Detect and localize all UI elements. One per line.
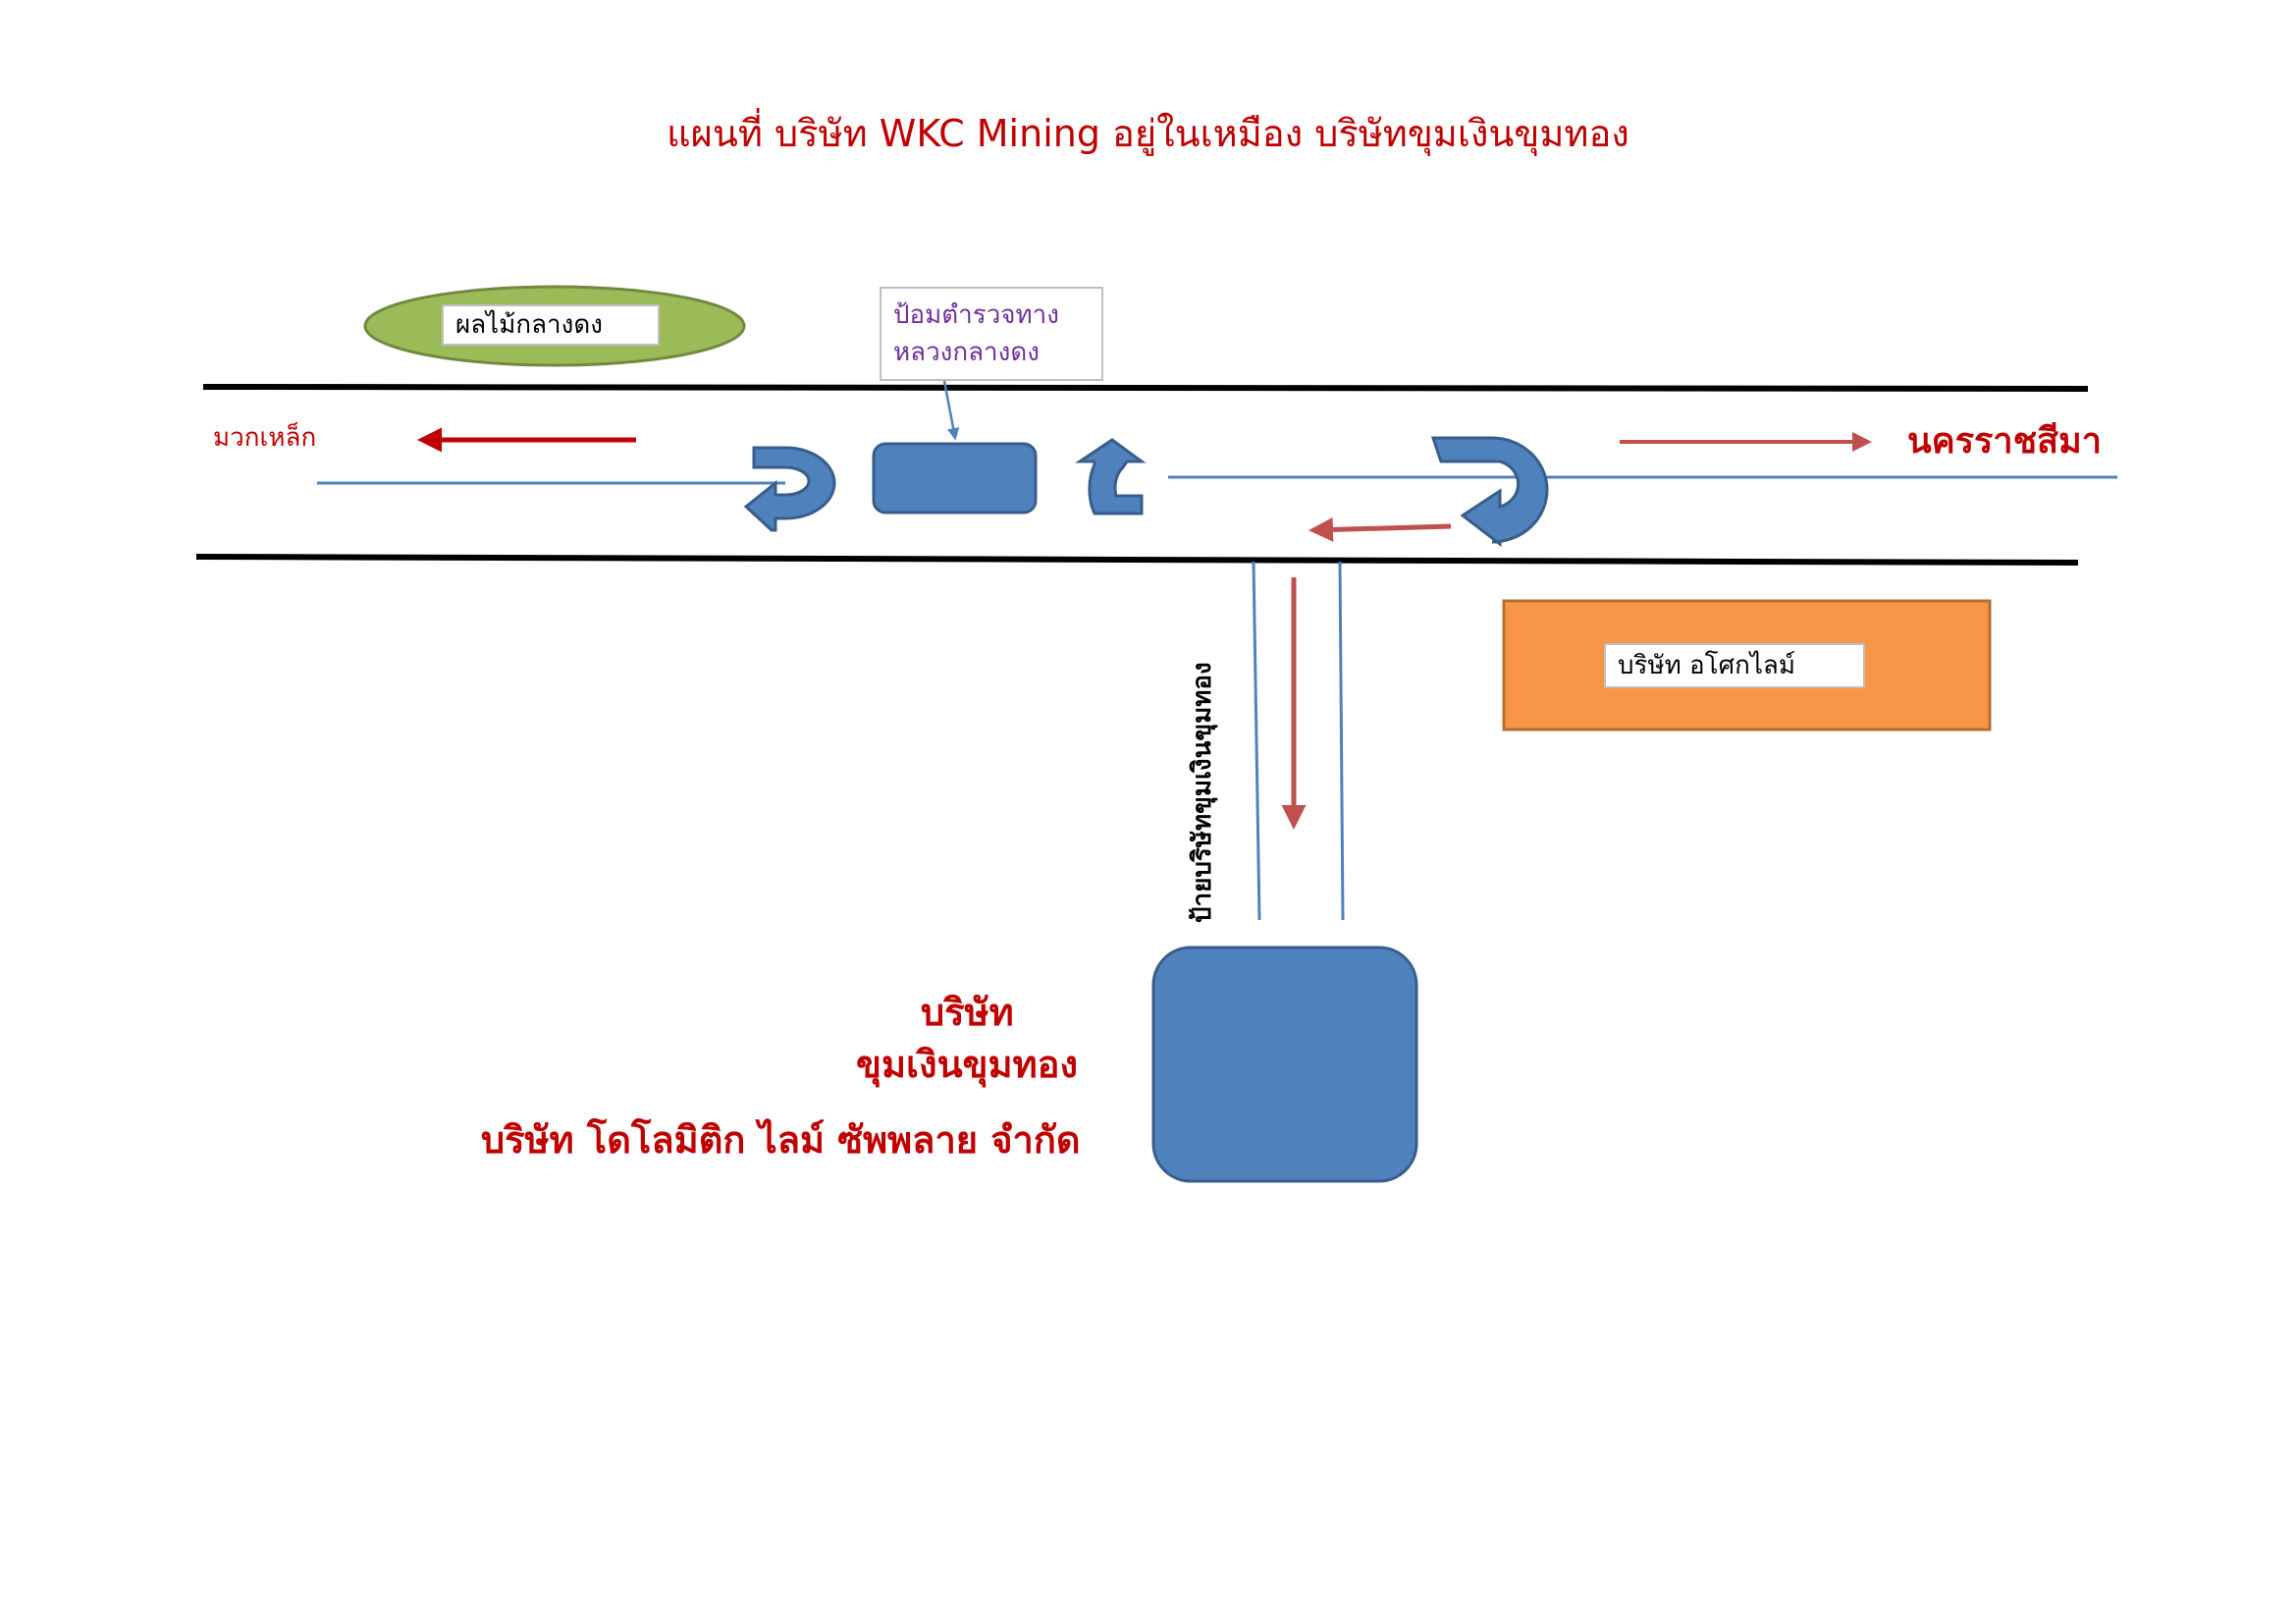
asoke-lime-label: บริษัท อโศกไลม์: [1604, 643, 1865, 688]
map-title: แผนที่ บริษัท WKC Mining อยู่ในเหมือง บร…: [667, 112, 1629, 155]
company-label-line-3: บริษัท โดโลมิติก ไลม์ ซัพพลาย จำกัด: [481, 1118, 1081, 1162]
right-destination-label: นครราชสีมา: [1907, 421, 2102, 461]
police-box-callout: ป้อมตำรวจทาง หลวงกลางดง: [880, 287, 1103, 381]
road-edge-bottom: [195, 554, 2079, 566]
road-edge-top: [202, 384, 2089, 392]
callout-connector: [942, 380, 960, 441]
curved-turn-icon: [1075, 438, 1147, 515]
arrow-icon: [1308, 516, 1452, 542]
u-turn-icon: [1430, 436, 1549, 548]
police-box-shape: [872, 442, 1038, 514]
side-road-sign-label: ป้ายบริษัทขุมเงินขุมทอง: [1188, 662, 1217, 923]
company-label-line-2: ขุมเงินขุมทอง: [856, 1043, 1078, 1086]
u-turn-icon: [743, 446, 836, 532]
company-destination-shape: [1151, 946, 1418, 1183]
side-road-edge-left: [1252, 561, 1261, 921]
left-destination-label: มวกเหล็ก: [213, 423, 317, 453]
police-box-line-1: ป้อมตำรวจทาง: [893, 300, 1059, 330]
company-label-line-1: บริษัท: [921, 991, 1014, 1034]
side-road-edge-right: [1338, 561, 1345, 921]
police-box-line-2: หลวงกลางดง: [893, 338, 1040, 367]
fruit-market-label: ผลไม้กลางดง: [442, 304, 660, 346]
